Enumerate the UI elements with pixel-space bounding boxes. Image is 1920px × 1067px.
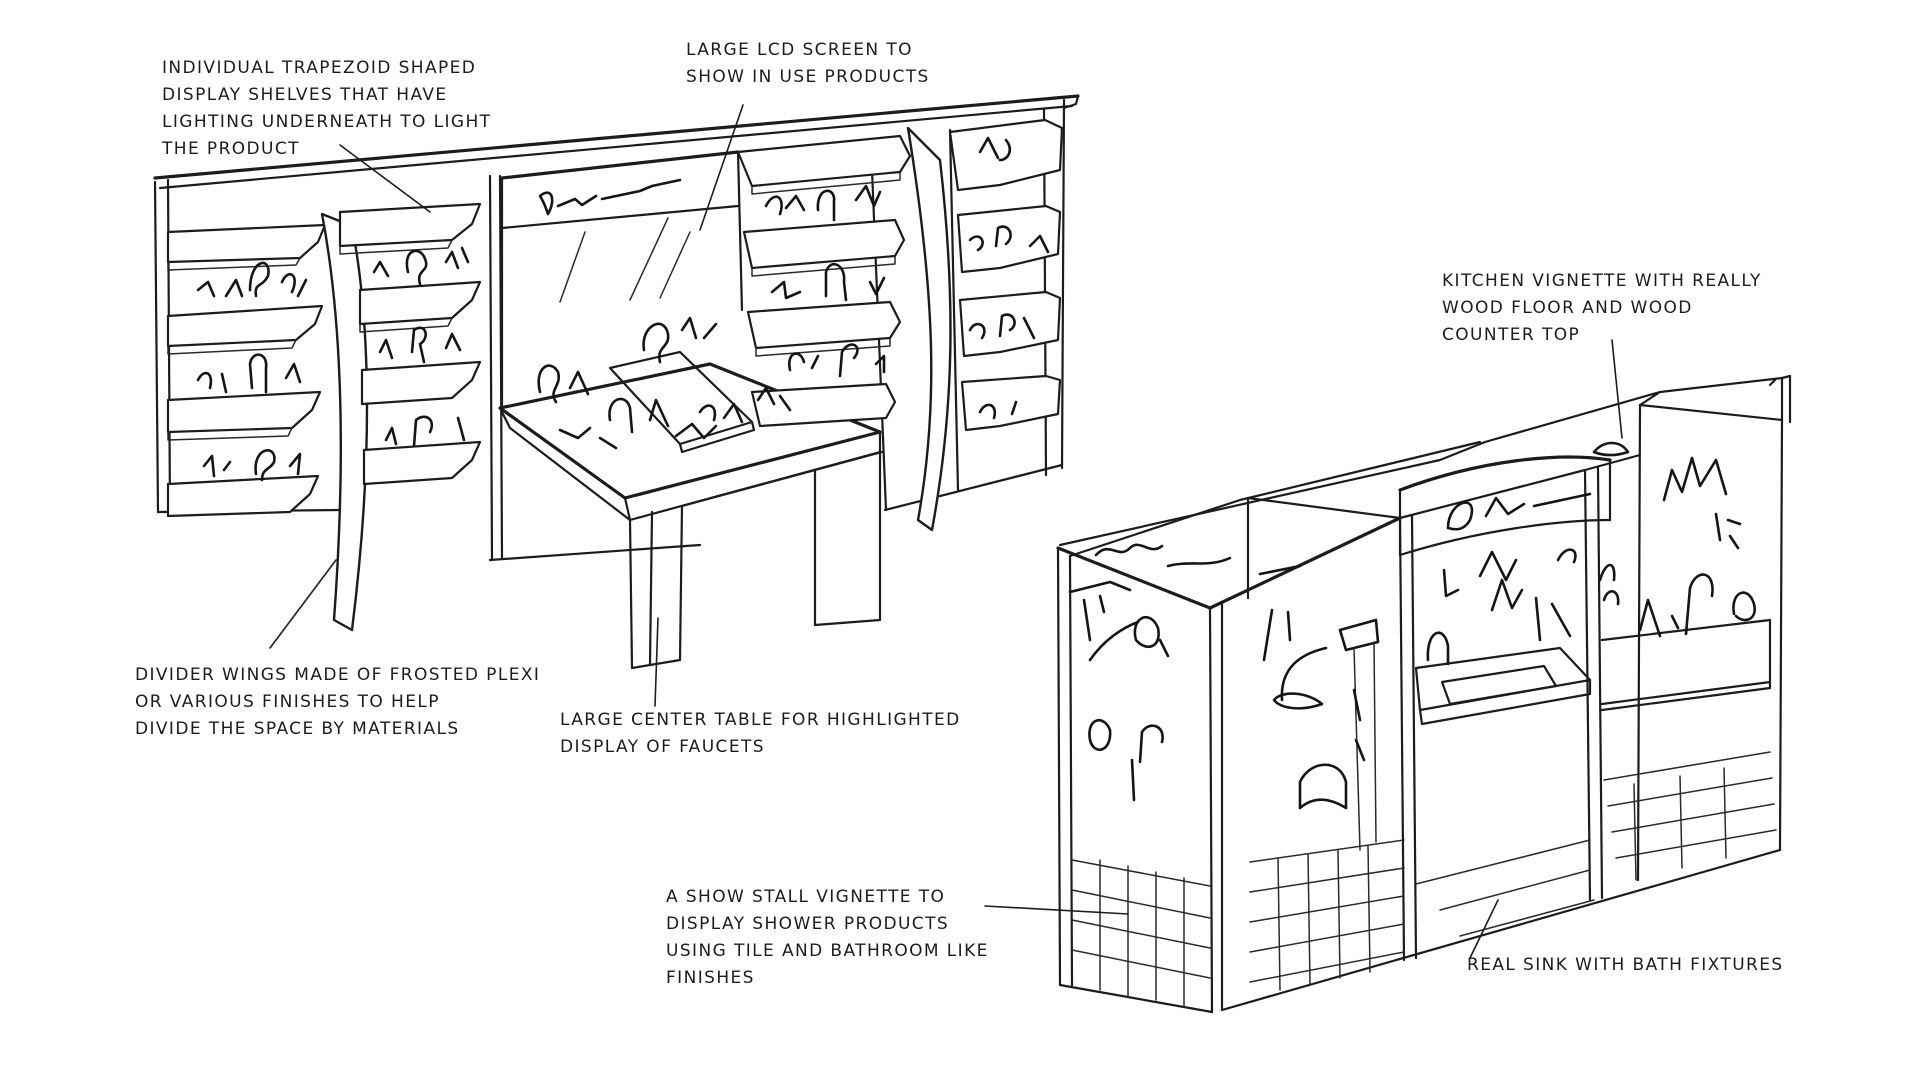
- annotation-line: LARGE CENTER TABLE FOR HIGHLIGHTED: [560, 710, 961, 730]
- annotation-line: DIVIDER WINGS MADE OF FROSTED PLEXI: [135, 665, 541, 685]
- annotation-divider-wings: DIVIDER WINGS MADE OF FROSTED PLEXI OR V…: [135, 662, 540, 743]
- annotation-line: LIGHTING UNDERNEATH TO LIGHT: [162, 112, 492, 132]
- annotation-line: SHOW IN USE PRODUCTS: [686, 67, 930, 87]
- annotation-center-table: LARGE CENTER TABLE FOR HIGHLIGHTED DISPL…: [560, 707, 961, 761]
- shelf-stack-3: [736, 134, 912, 428]
- kitchen-vignette: [1592, 441, 1777, 881]
- annotation-line: THE PRODUCT: [162, 139, 300, 159]
- annotation-kitchen-vignette: KITCHEN VIGNETTE WITH REALLY WOOD FLOOR …: [1442, 268, 1762, 349]
- lcd-screen: [500, 150, 740, 412]
- vignette-booth: [1056, 374, 1792, 1014]
- annotation-leaders: [269, 104, 1623, 959]
- faucet-scribbles: [196, 136, 1050, 482]
- annotation-line: DIVIDE THE SPACE BY MATERIALS: [135, 719, 460, 739]
- annotation-line: DISPLAY OF FAUCETS: [560, 737, 765, 757]
- annotation-line: FINISHES: [666, 968, 755, 988]
- annotation-line: COUNTER TOP: [1442, 325, 1581, 345]
- annotation-line: DISPLAY SHELVES THAT HAVE: [162, 85, 448, 105]
- shelf-stack-1: [166, 223, 327, 518]
- annotation-line: LARGE LCD SCREEN TO: [686, 40, 913, 60]
- shelf-stack-2: [338, 202, 482, 486]
- sink-vignette: [1414, 548, 1616, 937]
- annotation-line: REAL SINK WITH BATH FIXTURES: [1467, 955, 1784, 975]
- annotation-line: OR VARIOUS FINISHES TO HELP: [135, 692, 440, 712]
- annotation-real-sink: REAL SINK WITH BATH FIXTURES: [1467, 952, 1784, 979]
- annotation-line: DISPLAY SHOWER PRODUCTS: [666, 914, 950, 934]
- annotation-lcd-screen: LARGE LCD SCREEN TO SHOW IN USE PRODUCTS: [686, 37, 930, 91]
- annotation-line: KITCHEN VIGNETTE WITH REALLY: [1442, 271, 1762, 291]
- divider-wing-2: [906, 126, 952, 532]
- shower-stall: [1068, 543, 1405, 1007]
- annotation-trapezoid-shelves: INDIVIDUAL TRAPEZOID SHAPED DISPLAY SHEL…: [162, 55, 491, 163]
- annotation-line: INDIVIDUAL TRAPEZOID SHAPED: [162, 58, 477, 78]
- center-table: [498, 350, 884, 670]
- annotation-line: A SHOW STALL VIGNETTE TO: [666, 887, 946, 907]
- annotation-line: USING TILE AND BATHROOM LIKE: [666, 941, 989, 961]
- annotation-line: WOOD FLOOR AND WOOD: [1442, 298, 1693, 318]
- annotation-shower-stall: A SHOW STALL VIGNETTE TO DISPLAY SHOWER …: [666, 884, 989, 992]
